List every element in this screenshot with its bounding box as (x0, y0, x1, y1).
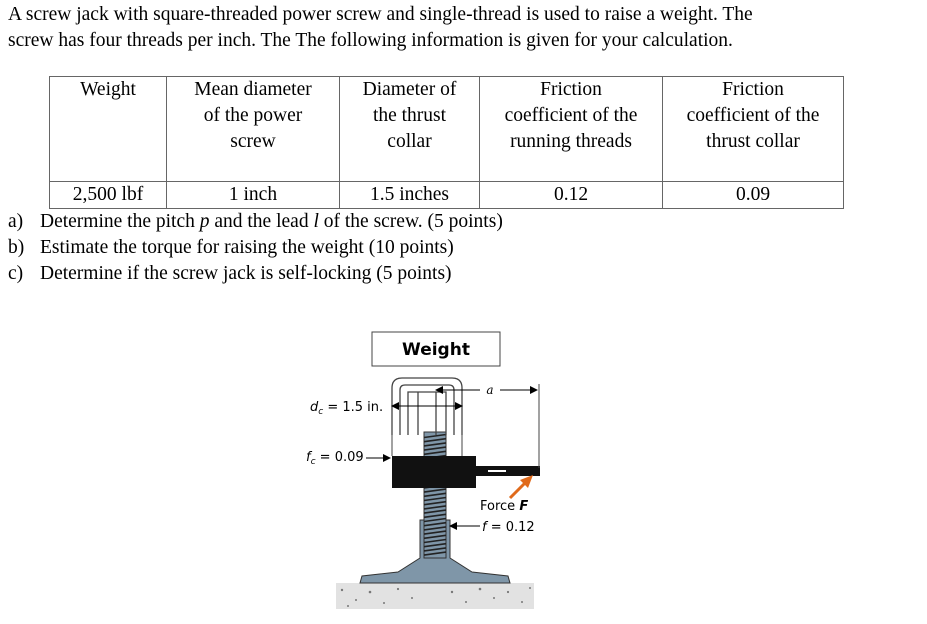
question-list: a) Determine the pitch p and the lead l … (8, 209, 503, 287)
value-collar-friction: 0.09 (662, 181, 844, 209)
thread-line (423, 517, 447, 523)
header-weight: Weight (49, 76, 167, 182)
weight-label: Weight (402, 340, 470, 360)
question-text: Determine if the screw jack is self-lock… (40, 263, 452, 284)
thread-line (423, 488, 447, 493)
question-a: a) Determine the pitch p and the lead l … (8, 209, 503, 235)
thread-line (423, 513, 447, 519)
header-collar-friction: Friction coefficient of the thrust colla… (662, 76, 844, 182)
thread-line (423, 437, 447, 443)
thread-line (423, 530, 447, 535)
given-data-table: Weight Mean diameter of the power screw … (49, 76, 844, 209)
fc-label: fc = 0.09 (306, 450, 364, 467)
thread-line (423, 500, 447, 506)
thread-line (423, 534, 447, 540)
load-cap (391, 377, 463, 435)
value-mean-diameter: 1 inch (166, 181, 340, 209)
thread-line (423, 538, 447, 544)
nut (392, 456, 476, 488)
thread-line (423, 433, 447, 439)
question-label: b) (8, 237, 25, 258)
a-label: a (486, 383, 493, 397)
f-label: f = 0.12 (482, 520, 535, 535)
thread-line (423, 521, 447, 527)
thread-line (423, 496, 447, 502)
screw-threads (423, 431, 447, 559)
question-label: a) (8, 211, 24, 232)
thread-line (423, 526, 447, 531)
table-value-row: 2,500 lbf 1 inch 1.5 inches 0.12 0.09 (49, 181, 844, 209)
value-collar-diameter: 1.5 inches (339, 181, 480, 209)
thread-line (423, 542, 447, 548)
thread-line (423, 551, 447, 556)
ground-base (336, 583, 534, 609)
handle (476, 466, 540, 476)
value-thread-friction: 0.12 (479, 181, 663, 209)
thread-line (423, 442, 447, 447)
thread-line (423, 446, 447, 451)
dc-label: dc = 1.5 in. (310, 400, 383, 417)
a-dimension (435, 384, 540, 468)
intro-line-2: screw has four threads per inch. The The… (8, 30, 733, 51)
problem-statement: A screw jack with square-threaded power … (8, 2, 908, 54)
question-text: Estimate the torque for raising the weig… (40, 237, 454, 258)
question-text: Determine the pitch p and the lead l of … (40, 211, 503, 232)
question-c: c) Determine if the screw jack is self-l… (8, 261, 503, 287)
thread-line (423, 509, 447, 514)
header-mean-diameter: Mean diameter of the power screw (166, 76, 340, 182)
weight-box (371, 331, 501, 367)
dc-dimension (391, 398, 463, 456)
value-weight: 2,500 lbf (49, 181, 167, 209)
thread-line (423, 505, 447, 510)
thread-line (423, 450, 447, 456)
header-collar-diameter: Diameter of the thrust collar (339, 76, 480, 182)
header-thread-friction: Friction coefficient of the running thre… (479, 76, 663, 182)
screw-jack-figure: Weight dc = 1.5 in. a fc = 0.09 Force F … (306, 331, 540, 609)
thread-line (423, 492, 447, 498)
question-label: c) (8, 263, 24, 284)
intro-line-1: A screw jack with square-threaded power … (8, 4, 753, 25)
force-label: Force F (480, 499, 528, 514)
question-b: b) Estimate the torque for raising the w… (8, 235, 503, 261)
table-header-row: Weight Mean diameter of the power screw … (49, 76, 844, 182)
thread-line (423, 547, 447, 552)
